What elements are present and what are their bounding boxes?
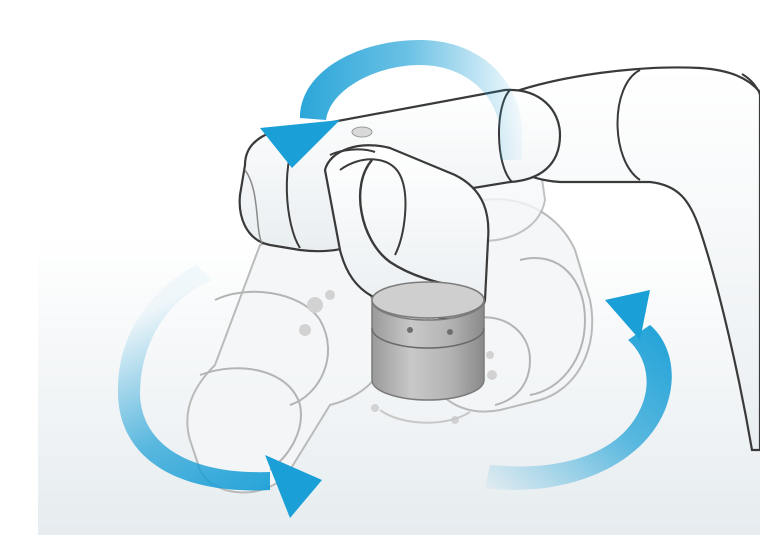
illustration-canvas: [0, 0, 760, 535]
robot-arm-illustration: [0, 0, 760, 535]
